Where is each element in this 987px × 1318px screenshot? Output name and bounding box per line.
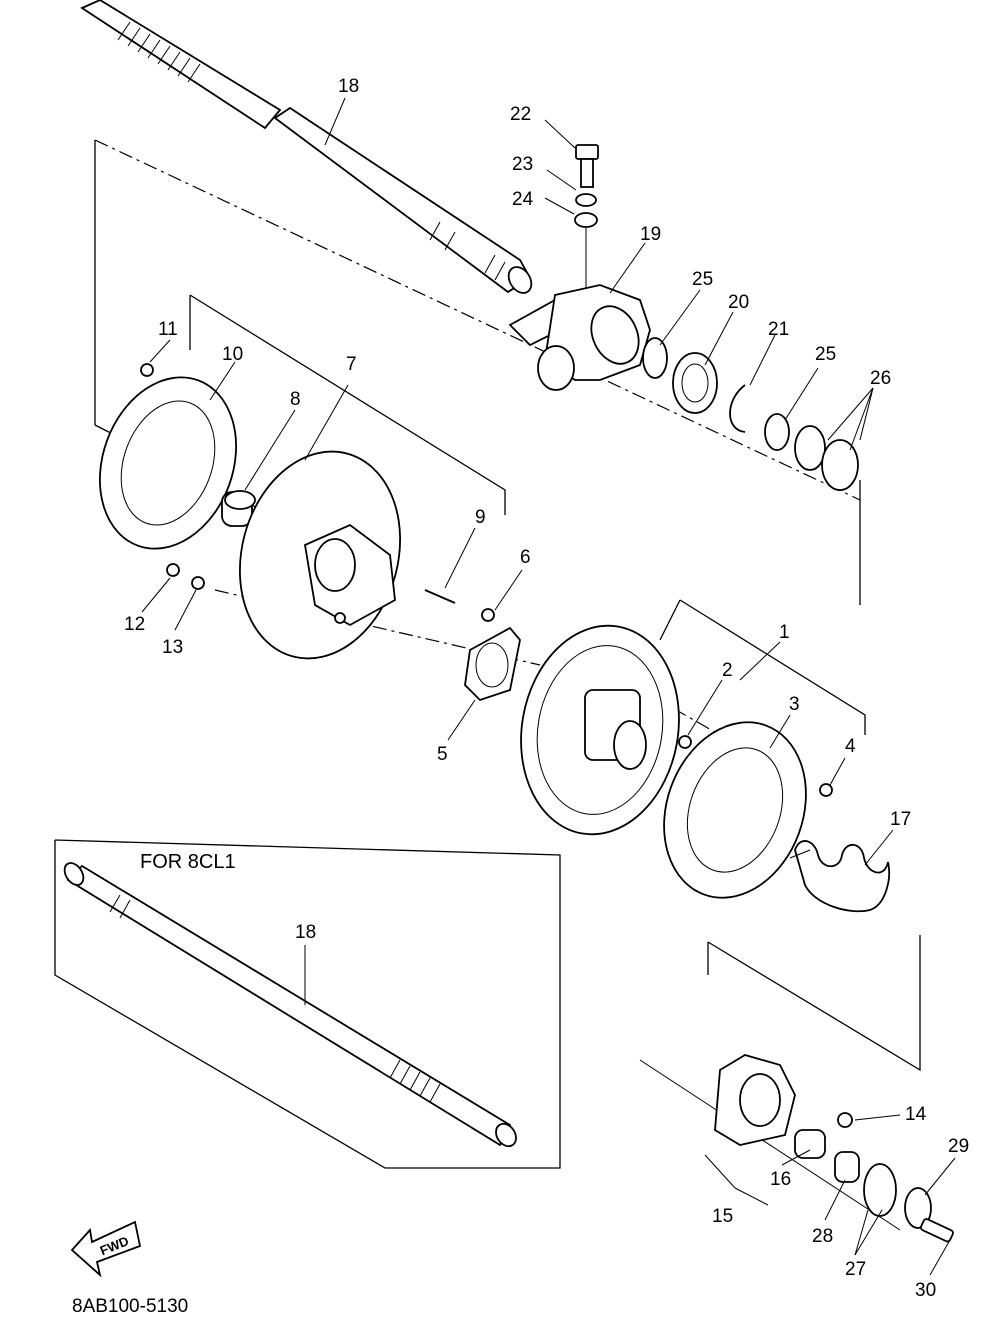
callout-21: 21 [768,319,789,340]
spring [789,840,890,913]
callout-20: 20 [728,292,749,313]
callout-8: 8 [290,389,301,410]
bearing-housing-bracket [508,284,651,391]
callout-27: 27 [845,1259,866,1280]
callout-17: 17 [890,809,911,830]
callout-13: 13 [162,637,183,658]
reference-brackets [54,139,921,1231]
cover-assembly [714,1054,954,1243]
callout-7: 7 [346,354,357,375]
callout-6: 6 [520,547,531,568]
fwd-arrow-icon: FWD [70,1220,142,1278]
callout-leaders [141,97,956,1276]
callout-2: 2 [722,660,733,681]
drive-shaft-8cl1 [63,862,517,1148]
callout-24: 24 [512,189,534,210]
callout-25-lower: 25 [815,344,836,365]
callout-29: 29 [948,1136,969,1157]
callout-19: 19 [640,224,661,245]
drive-shaft-upper [80,0,533,294]
callout-12: 12 [124,614,145,635]
callout-30: 30 [915,1280,936,1301]
callout-11: 11 [158,319,178,340]
callout-25-upper: 25 [692,269,713,290]
sliding-sheave [239,450,456,660]
bushing [221,490,256,527]
callout-15: 15 [712,1206,733,1227]
callout-14: 14 [905,1104,927,1125]
callout-1: 1 [779,622,790,643]
callout-5: 5 [437,744,448,765]
callout-18-top: 18 [338,76,359,97]
callout-26: 26 [870,368,891,389]
callout-23: 23 [512,154,533,175]
callout-28: 28 [812,1226,833,1247]
bolt-assembly [574,144,599,290]
callout-9: 9 [475,507,486,528]
callout-3: 3 [789,694,800,715]
callout-22: 22 [510,104,531,125]
callout-4: 4 [845,736,856,757]
callout-18-box: 18 [295,922,316,943]
callout-16: 16 [770,1169,791,1190]
small-fasteners [166,563,521,702]
callout-labels: 18 22 23 24 19 25 20 21 25 26 11 10 7 8 … [124,76,969,1301]
bearing-and-rings [642,337,859,491]
rear-plate [663,721,833,899]
callout-10: 10 [222,344,243,365]
fixed-sheave [520,624,692,836]
variant-caption: FOR 8CL1 [140,851,236,873]
face-plate [99,363,237,550]
diagram-code: 8AB100-5130 [72,1296,188,1317]
